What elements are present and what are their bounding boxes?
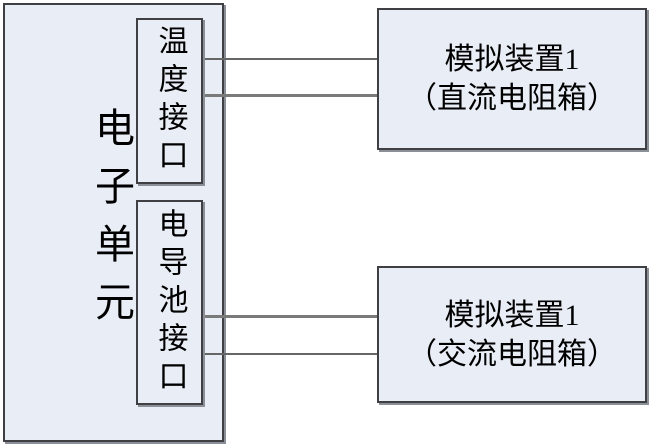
dc-device-title: 模拟装置1 <box>444 43 580 76</box>
electronic-unit-label-wrap: 电子单元 <box>86 3 136 442</box>
temperature-interface-box: 温度接口 <box>136 18 203 184</box>
connector-line-temp-2 <box>205 94 398 97</box>
connector-line-cond-1 <box>205 315 398 318</box>
conductivity-cell-interface-box: 电导池接口 <box>136 200 203 405</box>
conductivity-cell-interface-label: 电导池接口 <box>153 207 187 398</box>
ac-device-subtitle: （交流电阻箱） <box>407 337 617 371</box>
ac-resistance-device-box: 模拟装置1 （交流电阻箱） <box>377 266 647 403</box>
connector-line-temp-1 <box>205 58 398 60</box>
dc-resistance-device-box: 模拟装置1 （直流电阻箱） <box>377 8 647 150</box>
dc-device-subtitle: （直流电阻箱） <box>407 82 617 115</box>
temperature-interface-label: 温度接口 <box>153 25 187 177</box>
ac-device-title: 模拟装置1 <box>444 298 580 332</box>
connector-line-cond-2 <box>205 353 398 355</box>
electronic-unit-label: 电子单元 <box>89 106 134 339</box>
